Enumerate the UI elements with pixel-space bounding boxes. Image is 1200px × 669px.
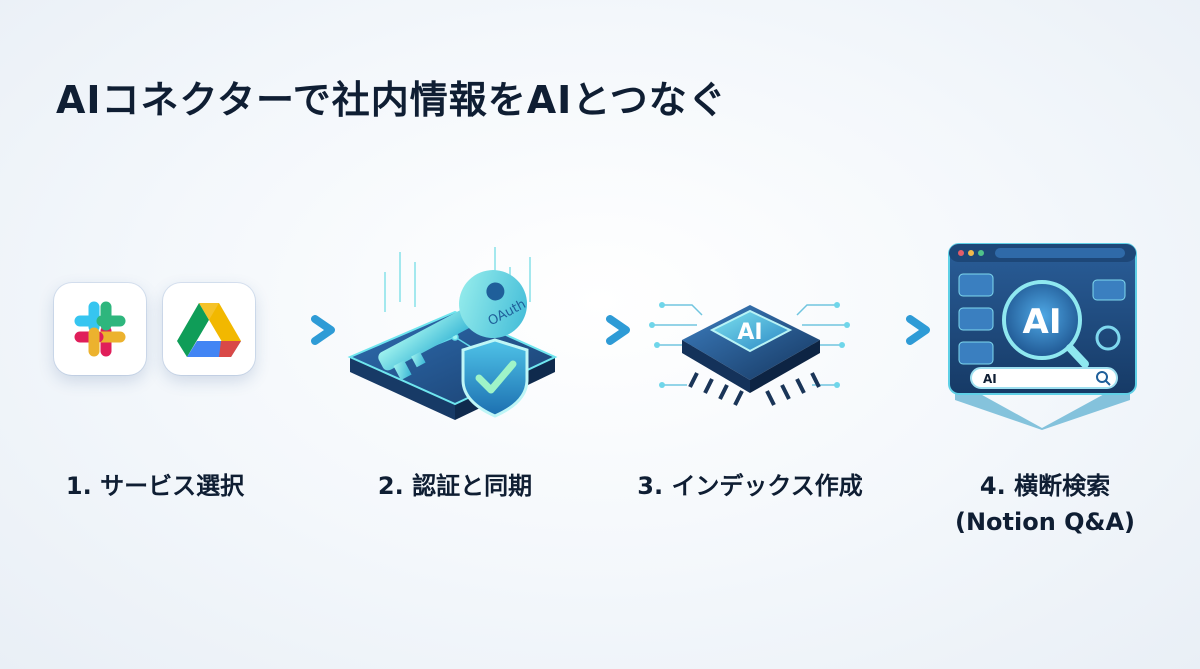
ai-search-browser-icon: AI AI: [948, 243, 1137, 430]
search-input-value: AI: [983, 372, 997, 386]
arrow-right-icon: [275, 315, 335, 345]
ai-chip-icon: AI: [649, 302, 850, 406]
google-drive-icon: [177, 303, 241, 357]
slack-icon: [74, 301, 126, 357]
step-3-label: 3. インデックス作成: [637, 472, 863, 500]
step-4-label-line1: 4. 横断検索: [979, 472, 1111, 500]
arrow-right-icon: [870, 315, 930, 345]
step-4-label-line2: (Notion Q&A): [954, 508, 1136, 536]
chip-ai-label: AI: [737, 320, 762, 345]
google-drive-tile: [163, 283, 255, 375]
page-title: AIコネクターで社内情報をAIとつなぐ: [56, 78, 727, 123]
arrow-right-icon: [570, 315, 630, 345]
slack-tile: [54, 283, 146, 375]
step-4-label: 4. 横断検索 (Notion Q&A): [925, 468, 1165, 540]
step-1-label: 1. サービス選択: [65, 472, 245, 500]
step-2-label: 2. 認証と同期: [377, 472, 533, 500]
browser-ai-badge: AI: [1023, 302, 1062, 342]
oauth-key-shield-icon: OAuth: [347, 247, 558, 420]
